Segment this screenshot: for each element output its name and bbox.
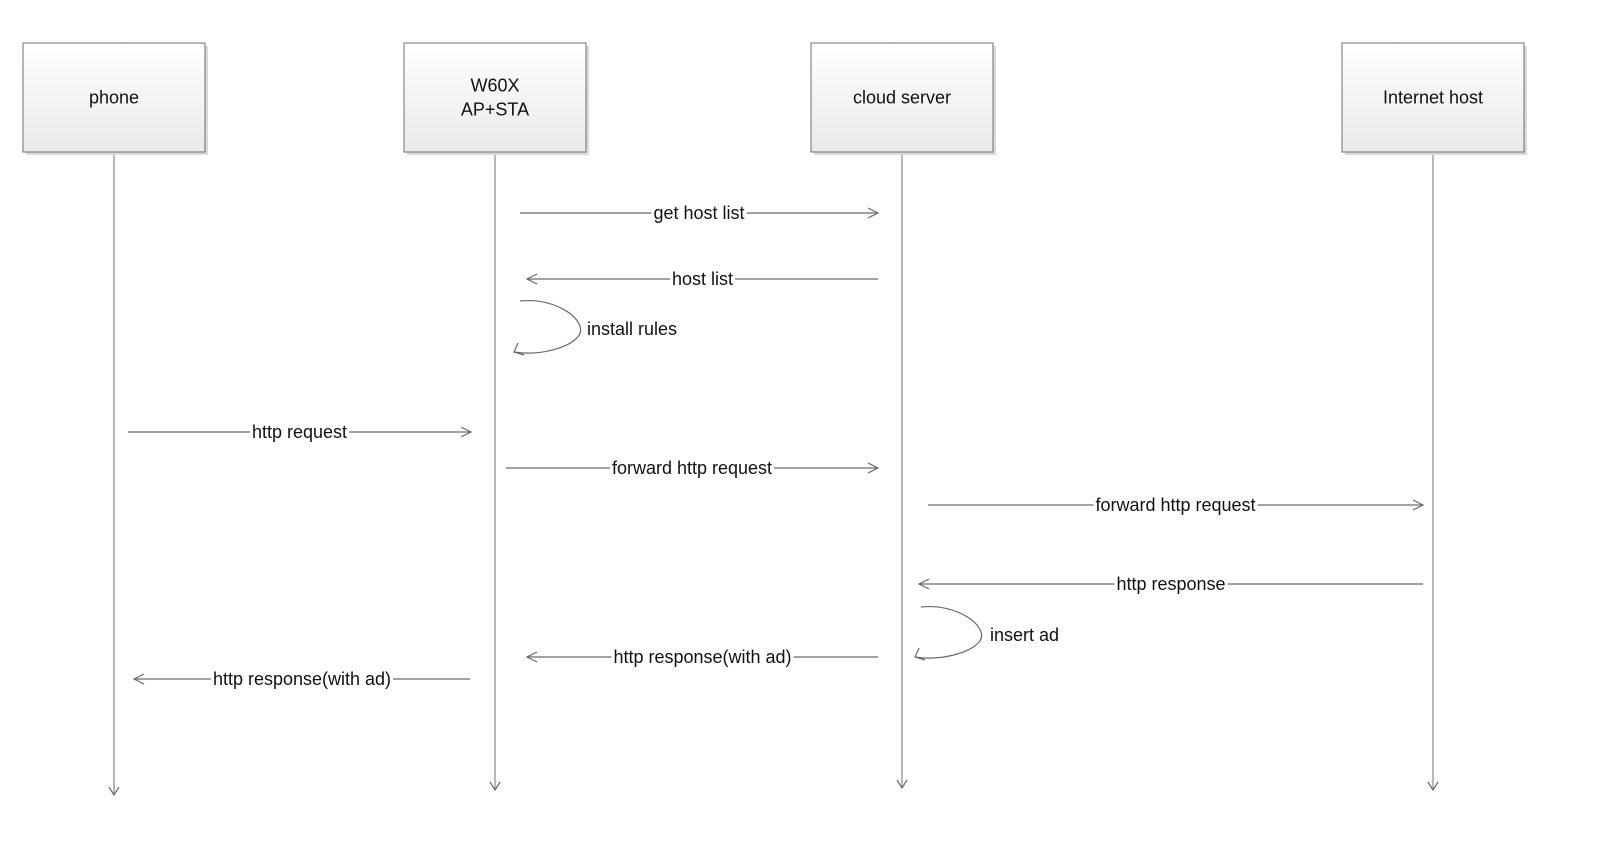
message-label: http request: [252, 422, 347, 442]
message-label: insert ad: [990, 625, 1059, 645]
actor-box: [1341, 42, 1525, 153]
actor-box: [22, 42, 206, 153]
message-arrow-head: [1412, 499, 1425, 511]
message-2: host list: [525, 269, 878, 289]
actor-box: [403, 42, 587, 153]
actor-label: Internet host: [1383, 88, 1483, 108]
self-message-curve: [513, 300, 582, 354]
actor-host: Internet host: [1341, 42, 1527, 155]
lifeline-end-arrow-w60x: [489, 781, 501, 792]
message-8: insert ad: [914, 606, 1059, 661]
lifeline-end-arrow-host: [1427, 781, 1439, 792]
message-arrow-head: [525, 273, 538, 285]
message-label: http response(with ad): [213, 669, 391, 689]
actor-label: W60X: [470, 76, 519, 96]
message-label-background: [609, 458, 775, 478]
message-label: forward http request: [1095, 495, 1255, 515]
actor-box: [810, 42, 994, 153]
message-arrow-head: [132, 673, 145, 685]
message-label: forward http request: [612, 458, 772, 478]
actor-w60x: W60X AP+STA: [403, 42, 589, 155]
message-3: install rules: [513, 300, 677, 356]
message-arrow-head: [460, 426, 473, 438]
actor-label: cloud server: [853, 88, 951, 108]
message-label-background: [1114, 574, 1228, 594]
message-label: get host list: [653, 203, 744, 223]
message-label: host list: [672, 269, 733, 289]
self-message-arrow-head: [914, 647, 926, 661]
actor-cloud: cloud server: [810, 42, 996, 155]
message-label: http response: [1116, 574, 1225, 594]
message-6: forward http request: [928, 495, 1425, 515]
message-label-background: [669, 269, 736, 289]
message-label-background: [611, 647, 794, 667]
message-arrow-head: [525, 651, 538, 663]
message-label-background: [651, 203, 747, 223]
actor-label: AP+STA: [461, 100, 529, 120]
message-4: http request: [128, 422, 473, 442]
message-arrow-head: [917, 578, 930, 590]
message-arrow-head: [867, 207, 880, 219]
message-5: forward http request: [506, 458, 880, 478]
actor-phone: phone: [22, 42, 208, 155]
message-label: install rules: [587, 319, 677, 339]
message-9: http response(with ad): [525, 647, 878, 667]
message-label: http response(with ad): [613, 647, 791, 667]
self-message-arrow-head: [513, 342, 525, 356]
lifeline-end-arrow-phone: [108, 786, 120, 797]
lifeline-end-arrow-cloud: [896, 779, 908, 790]
message-label-background: [1093, 495, 1258, 515]
message-7: http response: [917, 574, 1423, 594]
message-1: get host list: [520, 203, 880, 223]
message-label-background: [210, 669, 394, 689]
message-arrow-head: [867, 462, 880, 474]
self-message-curve: [914, 606, 983, 659]
message-label-background: [249, 422, 350, 442]
actor-label: phone: [89, 88, 139, 108]
message-10: http response(with ad): [132, 669, 470, 689]
